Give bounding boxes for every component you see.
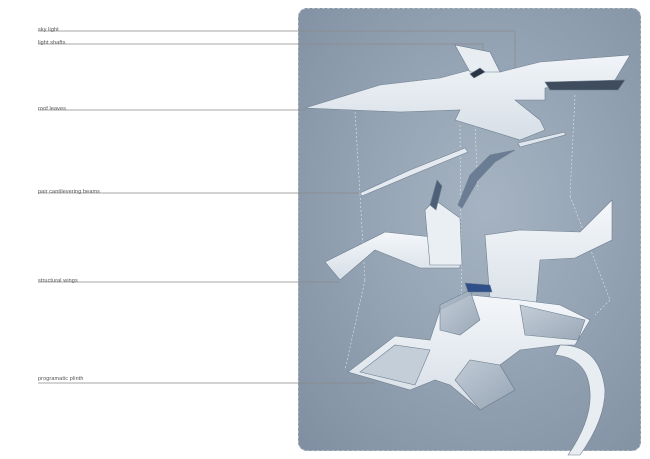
label-pair-cantilevering-beams: pair cantilevering beams <box>38 189 101 195</box>
label-roof-leaves: roof leaves <box>38 106 67 112</box>
label-sky-light: sky light <box>38 27 59 33</box>
programmatic-plinth <box>347 282 606 456</box>
roof-leaves <box>304 44 631 141</box>
label-programatic-plinth: programatic plinth <box>38 376 84 382</box>
leader-light-shafts <box>38 43 484 78</box>
cantilevering-beams <box>359 131 566 209</box>
label-structural-wings: structural wings <box>38 278 78 284</box>
structural-wings <box>324 179 613 319</box>
label-light-shafts: light shafts <box>38 40 66 46</box>
